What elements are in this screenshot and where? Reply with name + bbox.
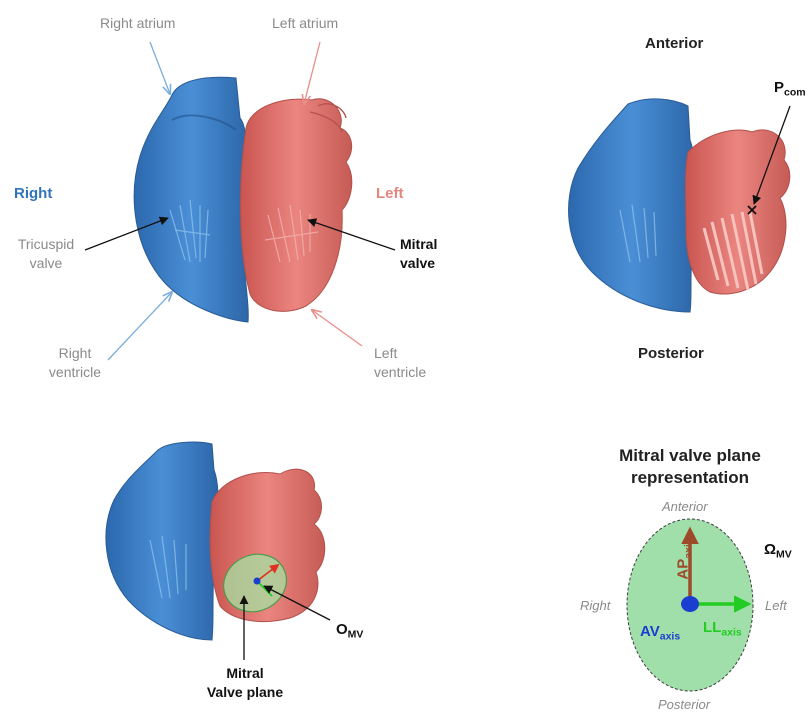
omv-sub: MV bbox=[348, 629, 364, 641]
label-mitral-valve: Mitral valve bbox=[400, 235, 437, 273]
left-heart-1 bbox=[240, 99, 351, 312]
heart-1 bbox=[134, 77, 352, 322]
label-left-side: Left bbox=[376, 184, 404, 204]
ap-main: AP bbox=[675, 559, 692, 580]
label-pcom: Pcom bbox=[774, 78, 806, 100]
heart-3 bbox=[106, 442, 325, 640]
label-left-ventricle: Left ventricle bbox=[374, 344, 426, 382]
title-line-1: Mitral valve plane bbox=[592, 445, 788, 467]
left-ventricle-line-2: ventricle bbox=[374, 363, 426, 382]
tricuspid-line-1: Tricuspid bbox=[8, 235, 84, 254]
label-av-axis: AVaxis bbox=[640, 622, 680, 644]
label-right-atrium: Right atrium bbox=[100, 14, 175, 33]
title-line-2: representation bbox=[592, 467, 788, 489]
label-rep-right: Right bbox=[580, 597, 610, 615]
label-ap-axis: APaxis bbox=[674, 538, 696, 579]
av-axis-point bbox=[681, 596, 699, 612]
right-heart-1 bbox=[134, 77, 248, 322]
av-main: AV bbox=[640, 623, 660, 640]
omv-point bbox=[254, 578, 261, 585]
label-mitral-valve-plane: Mitral Valve plane bbox=[200, 664, 290, 702]
label-ll-axis: LLaxis bbox=[703, 618, 742, 640]
label-rep-left: Left bbox=[765, 597, 787, 615]
mitral-line-2: valve bbox=[400, 254, 437, 273]
left-ventricle-line-1: Left bbox=[374, 344, 426, 363]
omega-main: Ω bbox=[764, 541, 776, 558]
label-rep-anterior: Anterior bbox=[662, 498, 708, 516]
label-omega-mv: ΩMV bbox=[764, 540, 792, 562]
label-right-side: Right bbox=[14, 184, 52, 204]
pcom-main: P bbox=[774, 79, 784, 96]
ap-sub: axis bbox=[682, 538, 694, 558]
plane-line-2: Valve plane bbox=[200, 683, 290, 702]
representation-title: Mitral valve plane representation bbox=[592, 445, 788, 489]
arrow-right-atrium bbox=[150, 42, 170, 94]
ll-sub: axis bbox=[721, 627, 741, 639]
omega-sub: MV bbox=[776, 549, 792, 561]
right-ventricle-line-1: Right bbox=[30, 344, 120, 363]
arrow-left-atrium bbox=[304, 42, 320, 104]
label-tricuspid-valve: Tricuspid valve bbox=[8, 235, 84, 273]
plane-line-1: Mitral bbox=[200, 664, 290, 683]
right-ventricle-line-2: ventricle bbox=[30, 363, 120, 382]
omv-main: O bbox=[336, 621, 348, 638]
tricuspid-line-2: valve bbox=[8, 254, 84, 273]
label-posterior: Posterior bbox=[638, 344, 704, 364]
label-anterior: Anterior bbox=[645, 34, 703, 54]
heart-2 bbox=[569, 99, 790, 312]
pcom-sub: com bbox=[784, 87, 806, 99]
mitral-line-1: Mitral bbox=[400, 235, 437, 254]
ll-main: LL bbox=[703, 619, 721, 636]
label-omv: OMV bbox=[336, 620, 363, 642]
label-left-atrium: Left atrium bbox=[272, 14, 338, 33]
arrow-left-ventricle bbox=[312, 310, 362, 346]
label-right-ventricle: Right ventricle bbox=[30, 344, 120, 382]
av-sub: axis bbox=[660, 631, 680, 643]
